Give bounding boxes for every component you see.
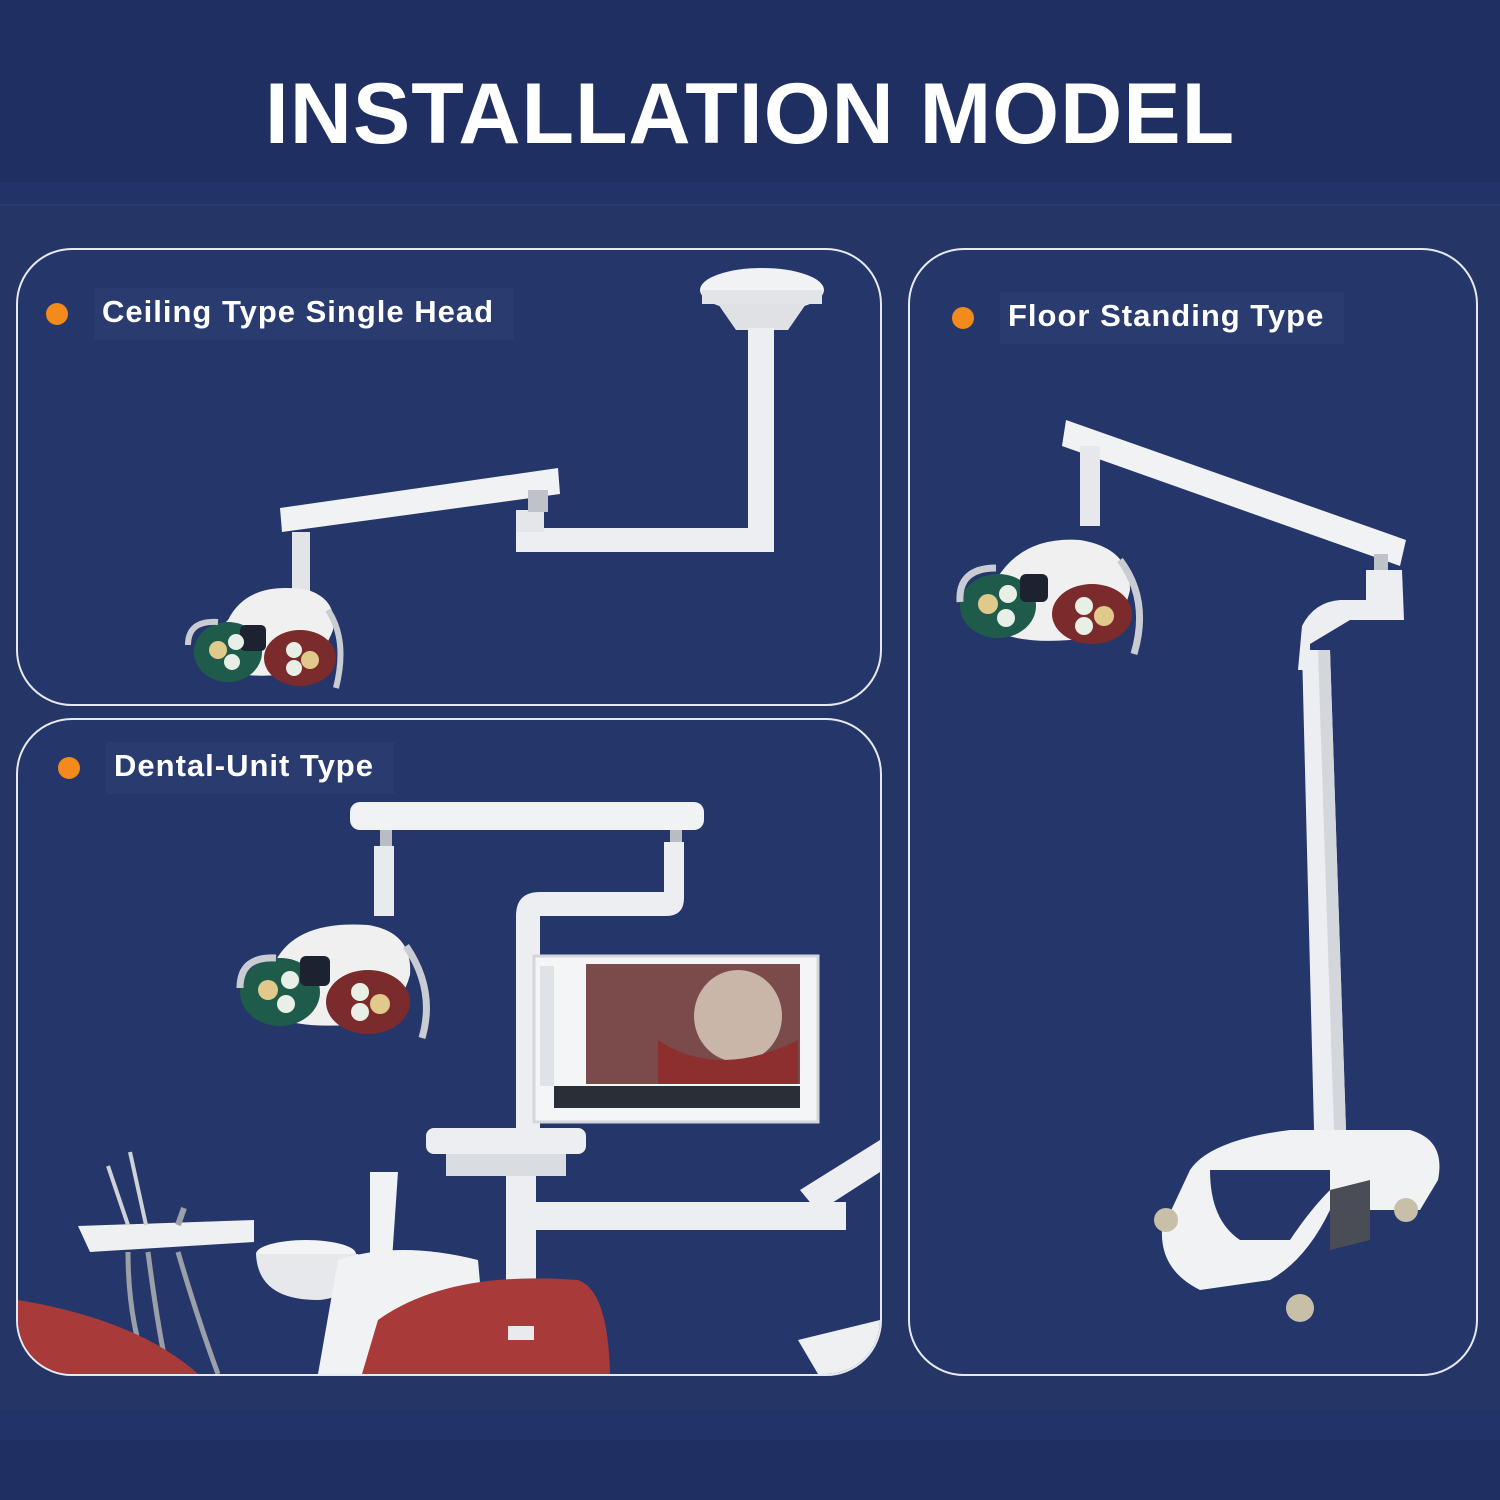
page-title: INSTALLATION MODEL: [264, 66, 1236, 162]
dental-label-text: Dental-Unit Type: [106, 742, 394, 794]
floor-lamp-illustration: [956, 420, 1440, 1322]
dental-unit-illustration: [18, 802, 880, 1374]
footer-divider: [0, 1410, 1500, 1440]
ceiling-label-text: Ceiling Type Single Head: [94, 288, 515, 340]
header-divider: [0, 182, 1500, 206]
panel-dental-unit-type: Dental-Unit Type: [16, 718, 882, 1376]
ceiling-label: Ceiling Type Single Head: [46, 288, 515, 340]
bullet-icon: [58, 757, 80, 779]
floor-label-text: Floor Standing Type: [1000, 292, 1345, 344]
floor-label: Floor Standing Type: [952, 292, 1345, 344]
bullet-icon: [46, 303, 68, 325]
footer-band: [0, 1440, 1500, 1500]
dental-label: Dental-Unit Type: [58, 742, 394, 794]
ceiling-lamp-illustration: [185, 268, 824, 689]
panel-floor-standing-type: Floor Standing Type: [908, 248, 1478, 1376]
panel-ceiling-type: Ceiling Type Single Head: [16, 248, 882, 706]
header-band: [0, 0, 1500, 182]
bullet-icon: [952, 307, 974, 329]
